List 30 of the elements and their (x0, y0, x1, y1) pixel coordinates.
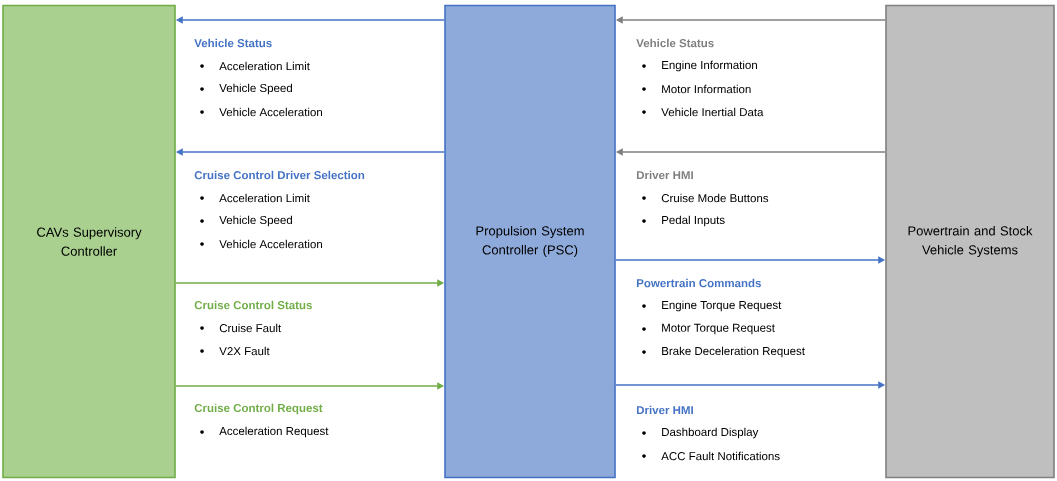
system-box: CAVs Supervisory Controller (2, 4, 176, 479)
list-item: Vehicle Speed (200, 83, 292, 95)
list-item: Motor Torque Request (642, 323, 775, 335)
system-box: Propulsion System Controller (PSC) (444, 4, 616, 479)
list-item: Cruise Fault (200, 323, 282, 333)
edge-label: Vehicle Status (635, 37, 716, 49)
list-item: Pedal Inputs (642, 215, 725, 227)
list-item: Vehicle Speed (200, 215, 292, 227)
list-item: Acceleration Request (200, 426, 329, 438)
list-item: V2X Fault (200, 346, 270, 356)
edge-label: Driver HMI (635, 404, 695, 416)
list-item: Brake Deceleration Request (642, 346, 805, 358)
list-item: Vehicle Inertial Data (642, 107, 764, 117)
list-item: Acceleration Limit (200, 193, 310, 203)
edge-label: Cruise Control Request (193, 402, 324, 416)
edge-label: Driver HMI (635, 169, 695, 181)
list-item: Cruise Mode Buttons (642, 193, 769, 203)
list-item: Acceleration Limit (200, 61, 310, 71)
list-item: Engine Information (642, 60, 757, 72)
list-item: Motor Information (642, 84, 751, 94)
system-box: Powertrain and Stock Vehicle Systems (885, 4, 1055, 479)
edge-label: Cruise Control Driver Selection (193, 169, 366, 181)
list-item: Vehicle Acceleration (200, 239, 322, 249)
list-item: ACC Fault Notifications (642, 451, 780, 461)
edge-label: Vehicle Status (193, 37, 274, 49)
list-item: Dashboard Display (642, 427, 759, 439)
list-item: Engine Torque Request (642, 300, 782, 312)
edge-label: Powertrain Commands (635, 277, 763, 289)
list-item: Vehicle Acceleration (200, 107, 322, 117)
edge-label: Cruise Control Status (193, 299, 314, 311)
